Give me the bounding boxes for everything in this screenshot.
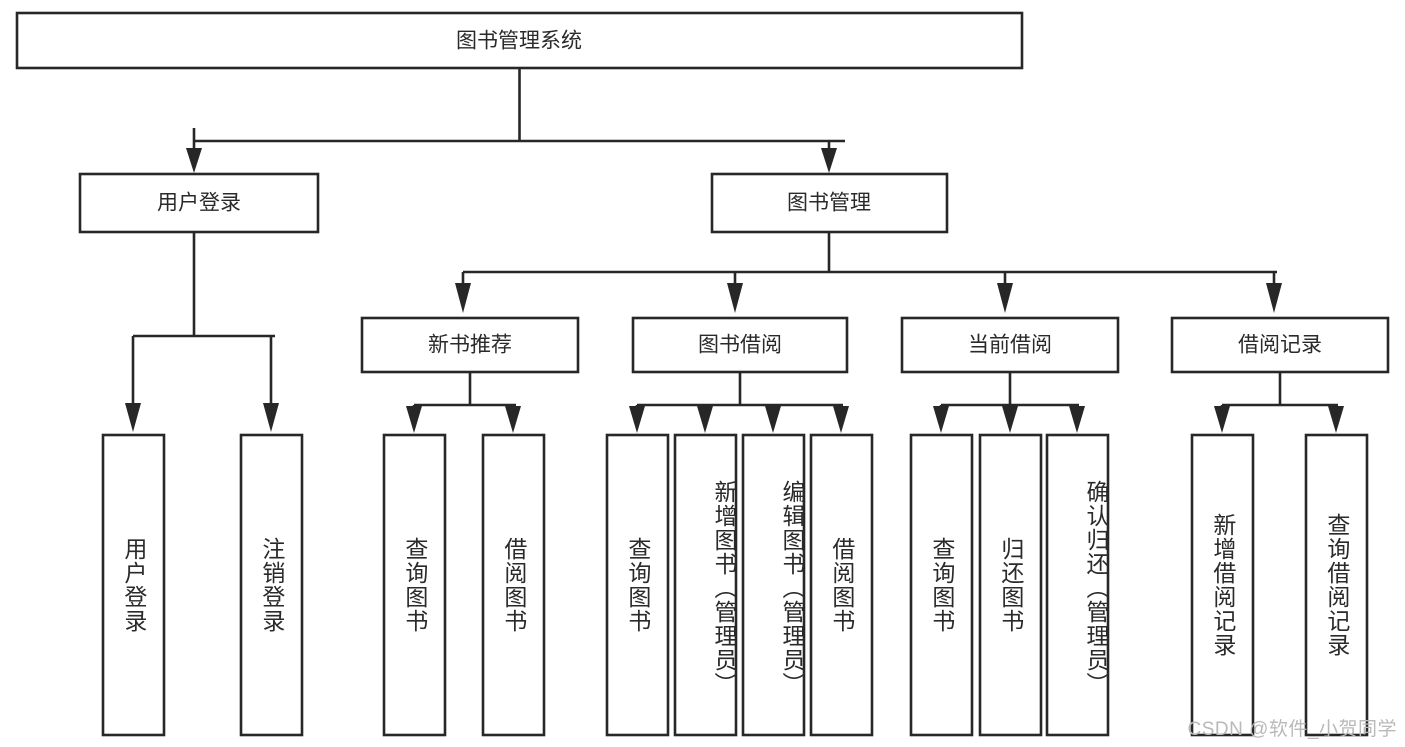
arrow-leaf-query-book-3	[933, 406, 949, 433]
node-leaf-user-login-box[interactable]	[101, 433, 166, 737]
arrow-leaf-query-record	[1328, 406, 1344, 433]
node-new-book-rec-label: 新书推荐	[428, 334, 512, 357]
node-current-borrow[interactable]: 当前借阅	[900, 316, 1120, 374]
node-borrow-record-label: 借阅记录	[1238, 334, 1322, 357]
node-book-borrow[interactable]: 图书借阅	[631, 316, 849, 374]
node-current-borrow-box[interactable]	[900, 316, 1120, 374]
node-leaf-edit-book-box[interactable]	[741, 433, 806, 737]
arrow-leaf-user-login	[125, 403, 141, 432]
arrow-leaf-user-logout	[263, 403, 279, 432]
watermark-text: CSDN @软件_小贺同学	[1187, 719, 1397, 740]
node-leaf-user-logout-box[interactable]	[239, 433, 304, 737]
arrow-leaf-query-book-1	[406, 406, 422, 433]
node-leaf-query-book-3-box[interactable]	[909, 433, 974, 737]
node-book-manage-label: 图书管理	[787, 192, 871, 215]
node-new-book-rec-box[interactable]	[360, 316, 580, 374]
node-book-borrow-box[interactable]	[631, 316, 849, 374]
node-leaf-confirm-return-box[interactable]	[1045, 433, 1110, 737]
node-new-book-rec[interactable]: 新书推荐	[360, 316, 580, 374]
node-user-login-label: 用户登录	[157, 192, 241, 215]
arrow-current-borrow	[997, 283, 1013, 313]
node-leaf-borrow-book-2-box[interactable]	[809, 433, 874, 737]
node-leaf-add-record-box[interactable]	[1190, 433, 1255, 737]
arrow-leaf-borrow-book-1	[505, 406, 521, 433]
arrow-leaf-add-record	[1214, 406, 1230, 433]
node-root-box[interactable]	[15, 11, 1024, 70]
node-borrow-record[interactable]: 借阅记录	[1170, 316, 1390, 374]
node-leaf-borrow-book-1-box[interactable]	[481, 433, 546, 737]
arrow-new-book-rec	[455, 283, 471, 313]
arrow-leaf-query-book-2	[629, 406, 645, 433]
arrow-leaf-borrow-book-2	[833, 406, 849, 433]
node-book-manage[interactable]: 图书管理	[710, 172, 949, 234]
node-current-borrow-label: 当前借阅	[968, 334, 1052, 357]
arrow-user-login	[186, 148, 202, 173]
node-book-manage-box[interactable]	[710, 172, 949, 234]
arrow-leaf-confirm-return	[1069, 406, 1085, 433]
node-borrow-record-box[interactable]	[1170, 316, 1390, 374]
arrow-leaf-add-book	[697, 406, 713, 433]
arrow-borrow-record	[1266, 283, 1282, 313]
node-book-borrow-label: 图书借阅	[698, 334, 782, 357]
arrow-leaf-return-book	[1002, 406, 1018, 433]
node-leaf-add-book-box[interactable]	[673, 433, 738, 737]
arrow-leaf-edit-book	[765, 406, 781, 433]
node-root[interactable]: 图书管理系统	[15, 11, 1024, 70]
node-leaf-query-book-2-box[interactable]	[605, 433, 670, 737]
arrow-book-borrow	[727, 283, 743, 313]
node-leaf-query-record-box[interactable]	[1304, 433, 1369, 737]
arrow-book-manage	[821, 148, 837, 173]
node-user-login-box[interactable]	[78, 172, 320, 234]
node-root-label: 图书管理系统	[456, 30, 582, 53]
node-leaf-query-book-1-box[interactable]	[382, 433, 447, 737]
node-user-login[interactable]: 用户登录	[78, 172, 320, 234]
connector-layer	[125, 68, 1344, 433]
node-leaf-return-book-box[interactable]	[978, 433, 1043, 737]
